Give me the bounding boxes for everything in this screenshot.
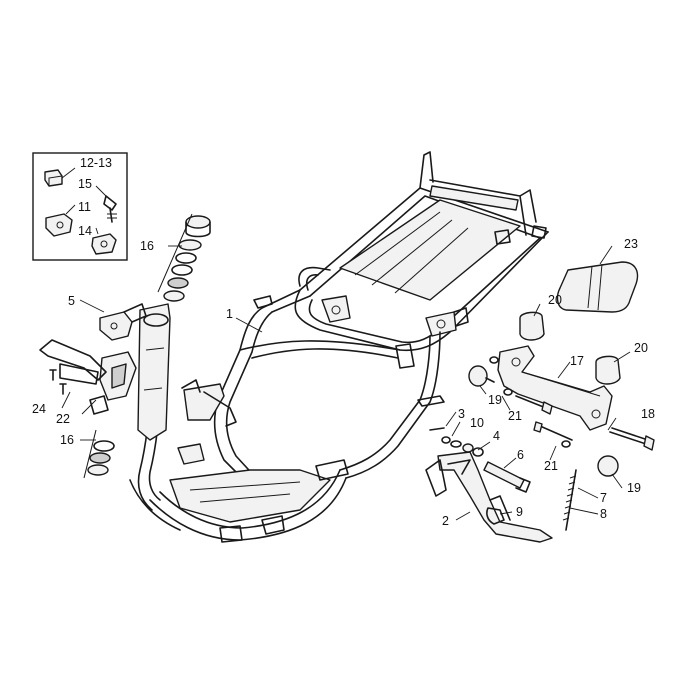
callout-2: 2	[442, 514, 449, 528]
bolts-21	[489, 356, 573, 448]
callout-24: 24	[32, 402, 46, 416]
silent-block-19-right	[597, 455, 619, 477]
callout-19-left: 19	[488, 393, 502, 407]
callout-17: 17	[570, 354, 584, 368]
callout-22: 22	[56, 412, 70, 426]
callout-14: 14	[78, 224, 92, 238]
callout-3: 3	[458, 407, 465, 421]
steering-bearing-set-lower-16	[83, 429, 115, 479]
callout-20-right: 20	[634, 341, 648, 355]
stand-stop-9	[486, 507, 505, 525]
stand-pivot-bolt-6	[483, 461, 531, 493]
stand-spring-7-8	[562, 469, 577, 531]
callout-16-lower: 16	[60, 433, 74, 447]
silent-block-19-left	[468, 365, 495, 387]
callout-20-upper: 20	[548, 293, 562, 307]
callout-10: 10	[470, 416, 484, 430]
bracket-bolt-15	[103, 195, 117, 223]
engine-mount-arm-17	[497, 345, 613, 431]
leader-lines	[61, 245, 631, 521]
callout-7: 7	[600, 491, 607, 505]
inset-parts-box	[32, 152, 128, 261]
callout-labels: 1 2 3 4 5 6 7 8 9 10 11 12-13 14 15 16 1…	[32, 156, 655, 528]
callout-9: 9	[516, 505, 523, 519]
callout-4: 4	[493, 429, 500, 443]
clip-nut-12-13	[44, 169, 63, 187]
bolt-18	[609, 427, 655, 451]
callout-18: 18	[641, 407, 655, 421]
rubber-bushing-20-right	[595, 355, 621, 385]
callout-12-13: 12-13	[80, 156, 112, 170]
rubber-cover-23	[556, 261, 639, 313]
callout-21-upper: 21	[508, 409, 522, 423]
steering-head-tube	[137, 303, 171, 441]
callout-16-upper: 16	[140, 239, 154, 253]
clip-11	[45, 213, 73, 237]
callout-19-right: 19	[627, 481, 641, 495]
rubber-bushing-20-upper	[519, 311, 545, 341]
callout-8: 8	[600, 507, 607, 521]
callout-5: 5	[68, 294, 75, 308]
steering-bearing-set-upper-16	[157, 213, 211, 302]
callout-11: 11	[78, 200, 91, 214]
callout-21-lower: 21	[544, 459, 558, 473]
mount-plate-22	[89, 351, 137, 415]
clip-14	[91, 233, 117, 255]
screws-near-24	[49, 369, 67, 395]
stand-washers-3-10-4	[429, 427, 484, 457]
main-frame	[129, 151, 549, 543]
callout-23: 23	[624, 237, 638, 251]
bracket-24	[39, 339, 107, 385]
callout-1: 1	[226, 307, 233, 321]
callout-6: 6	[517, 448, 524, 462]
head-bracket-5	[99, 303, 147, 341]
callout-15: 15	[78, 177, 92, 191]
center-stand-2	[425, 451, 553, 543]
